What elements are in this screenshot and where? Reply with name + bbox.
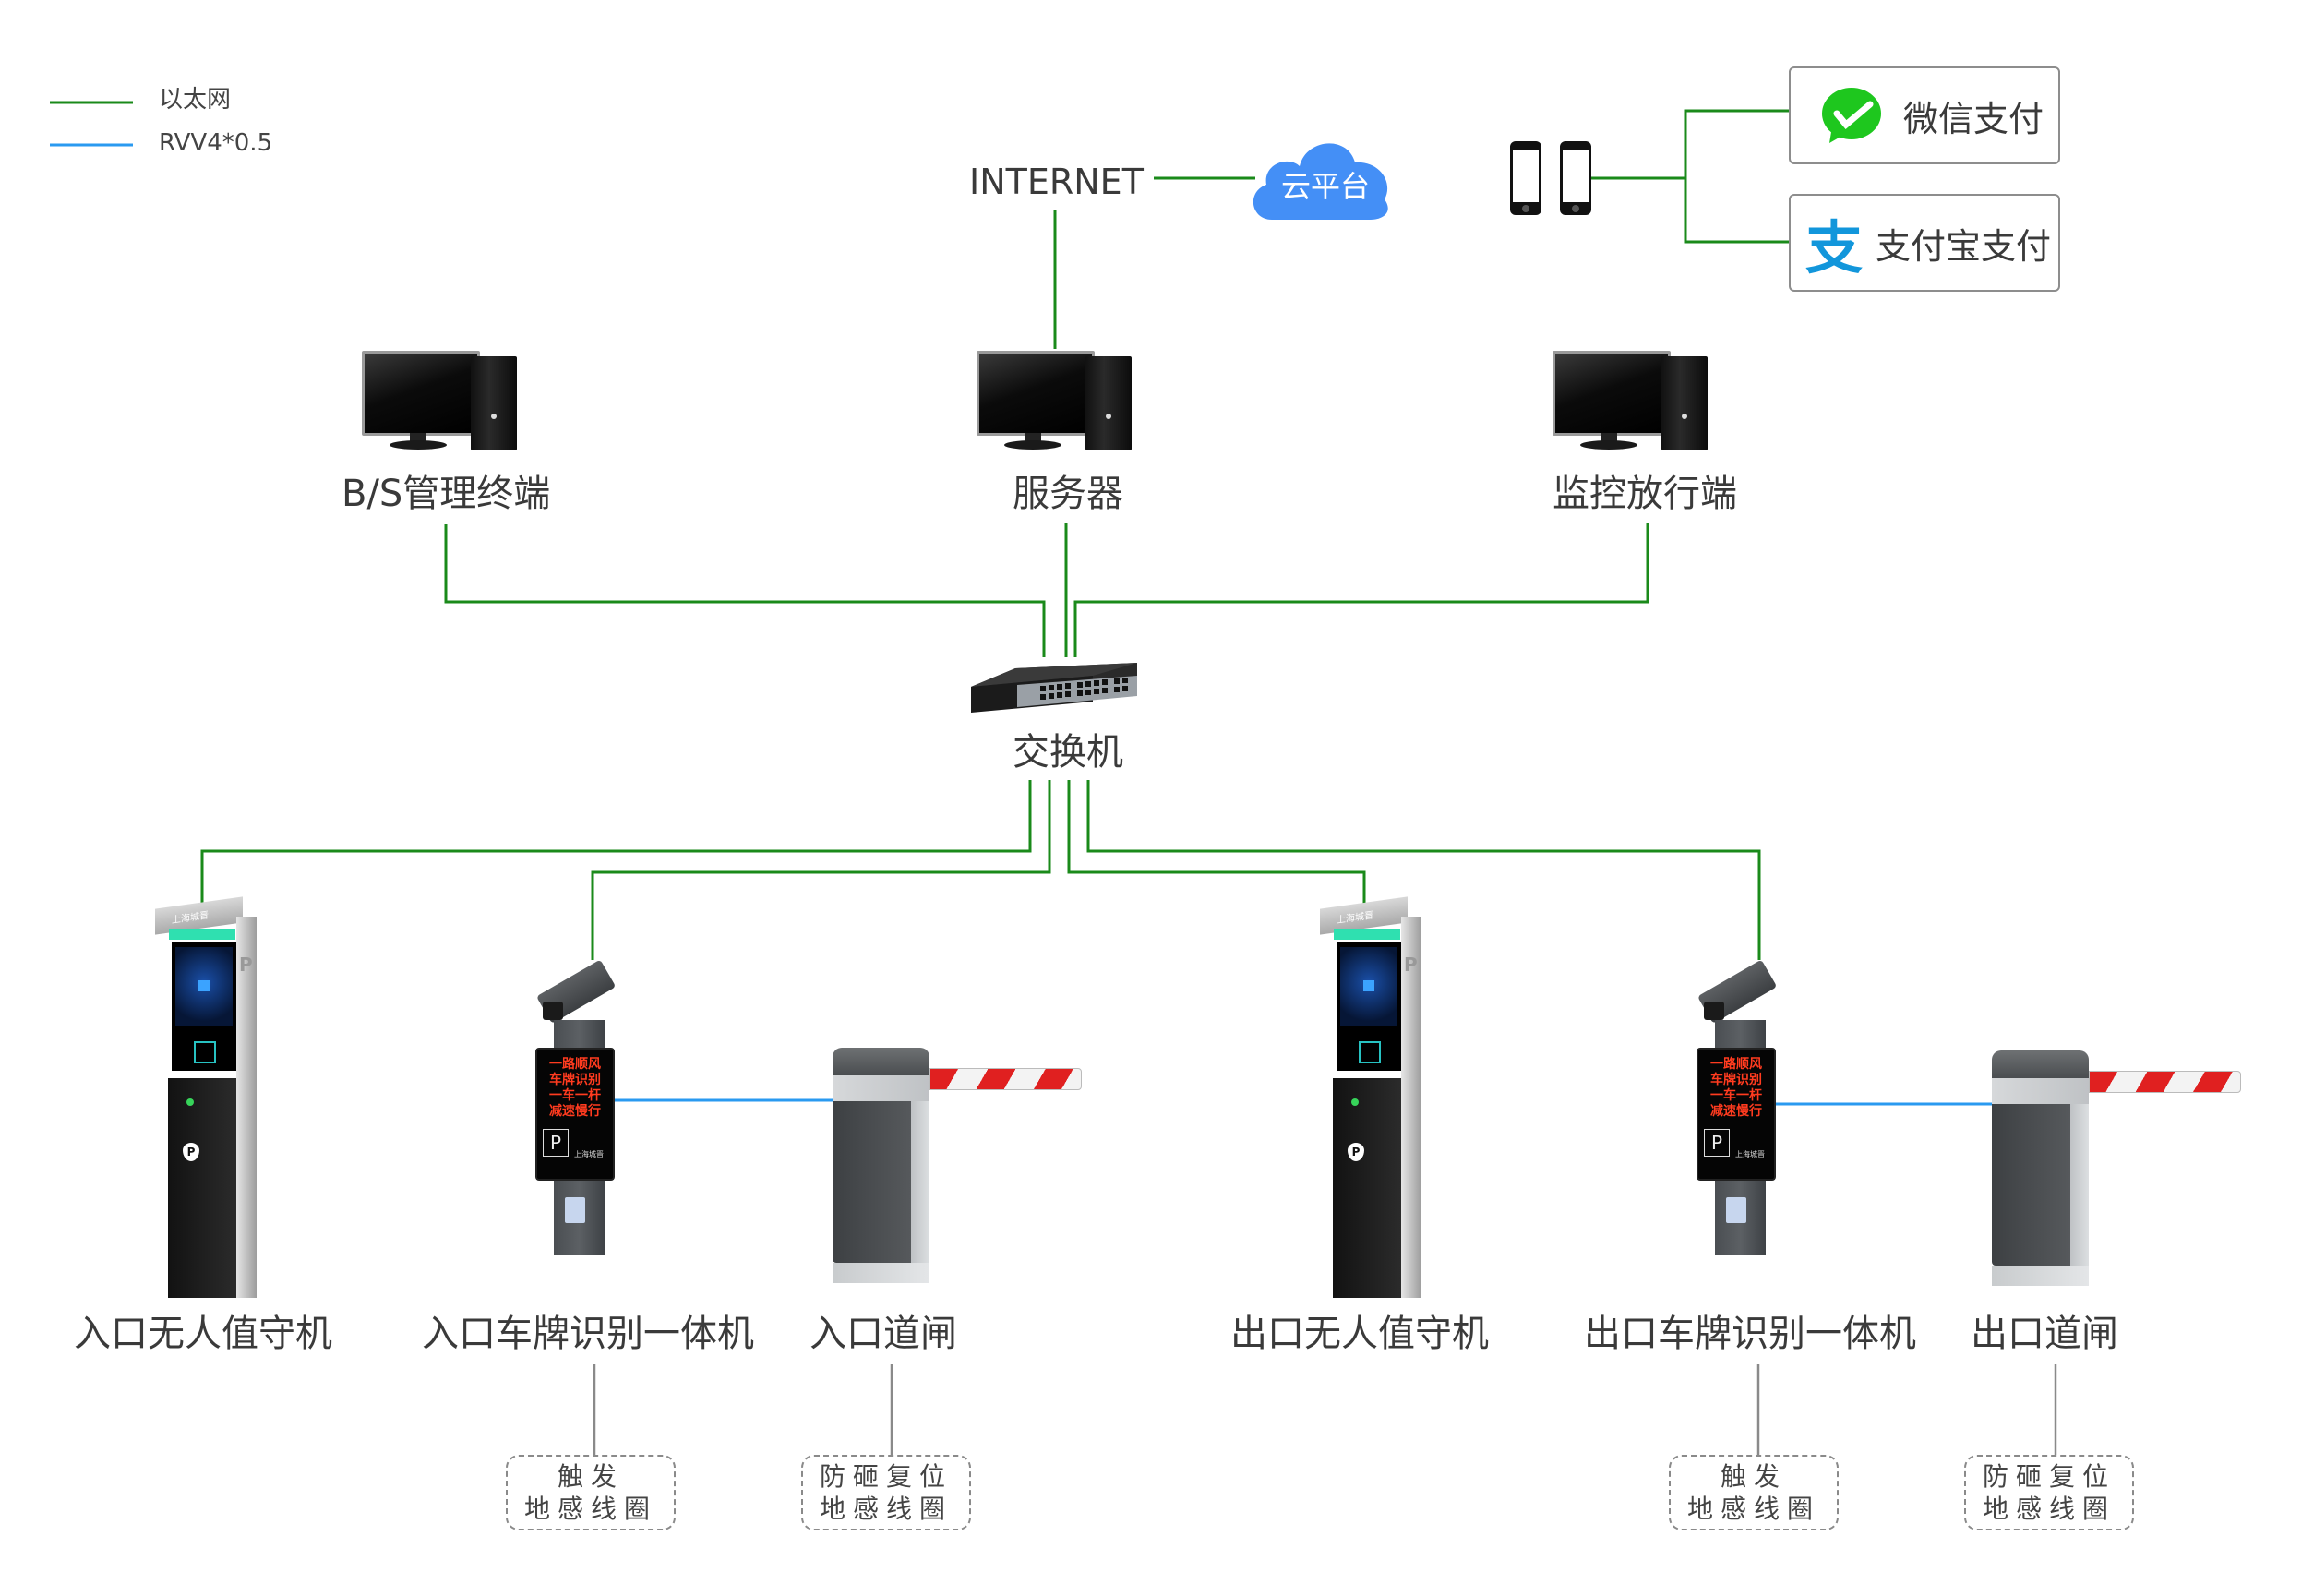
switch-label: 交换机 bbox=[1013, 731, 1123, 774]
pc-tower bbox=[1085, 356, 1132, 450]
wire-bs-switch bbox=[444, 524, 1046, 657]
exit-unattended-kiosk[interactable]: 上海城晋 P P bbox=[1320, 896, 1421, 1298]
coil-line1: 触发 bbox=[557, 1461, 624, 1492]
led-line: 车牌识别 bbox=[549, 1073, 601, 1087]
kiosk-light bbox=[169, 929, 235, 940]
status-led bbox=[1351, 1098, 1359, 1106]
cloud-icon bbox=[1253, 143, 1388, 220]
monitor bbox=[362, 351, 480, 436]
parking-sign-icon: P bbox=[543, 1129, 569, 1157]
led-line: 减速慢行 bbox=[549, 1104, 601, 1119]
exit-lpr-label: 出口车牌识别一体机 bbox=[1584, 1313, 1916, 1355]
legend-rvv-label: RVV4*0.5 bbox=[159, 129, 273, 157]
wire-switch-exit-lpr bbox=[1086, 780, 1761, 960]
qr-scanner-icon bbox=[194, 1041, 216, 1063]
exit-barrier-gate[interactable] bbox=[1992, 1050, 2241, 1286]
payment-alipay[interactable]: 支 支付宝支付 bbox=[1789, 194, 2060, 292]
exit-kiosk-label: 出口无人值守机 bbox=[1230, 1313, 1489, 1355]
barrier-arm bbox=[2089, 1071, 2241, 1093]
internet-label: INTERNET bbox=[969, 162, 1144, 202]
exit-gate-label: 出口道闸 bbox=[1971, 1313, 2118, 1355]
entry-trigger-coil: 触发 地感线圈 bbox=[506, 1455, 676, 1530]
wechat-pay-icon bbox=[1822, 88, 1881, 143]
led-line: 一路顺风 bbox=[1710, 1057, 1762, 1072]
entry-barrier-gate[interactable] bbox=[833, 1048, 1082, 1283]
wire-branch-alipay bbox=[1684, 178, 1789, 244]
led-line: 一车一杆 bbox=[549, 1088, 601, 1103]
barrier-arm bbox=[929, 1068, 1082, 1090]
wire-switch-entry-kiosk bbox=[200, 780, 1032, 909]
entry-kiosk-label: 入口无人值守机 bbox=[74, 1313, 332, 1355]
coil-line2: 地感线圈 bbox=[1982, 1494, 2116, 1524]
kiosk-brand: 上海城晋 bbox=[1337, 910, 1373, 927]
coil-line1: 防砸复位 bbox=[1982, 1461, 2116, 1492]
coil-line1: 防砸复位 bbox=[819, 1461, 953, 1492]
exit-trigger-coil: 触发 地感线圈 bbox=[1669, 1455, 1839, 1530]
qr-scanner-icon bbox=[1359, 1041, 1381, 1063]
led-line: 车牌识别 bbox=[1710, 1073, 1762, 1087]
kiosk-screen bbox=[172, 942, 236, 1071]
coil-line2: 地感线圈 bbox=[819, 1494, 953, 1524]
led-display: 一路顺风 车牌识别 一车一杆 减速慢行 P 上海城晋 bbox=[1697, 1048, 1776, 1181]
monitor-release-label: 监控放行端 bbox=[1553, 473, 1737, 515]
entry-lpr-label: 入口车牌识别一体机 bbox=[422, 1313, 754, 1355]
pc-tower bbox=[1661, 356, 1708, 450]
coil-line2: 地感线圈 bbox=[523, 1494, 657, 1524]
entry-gate-label: 入口道闸 bbox=[809, 1313, 957, 1355]
bs-terminal-label: B/S管理终端 bbox=[342, 473, 551, 515]
server-computer[interactable] bbox=[977, 347, 1138, 450]
parking-sign-icon: P bbox=[1704, 1129, 1730, 1157]
exit-lpr-camera-unit[interactable]: 一路顺风 车牌识别 一车一杆 减速慢行 P 上海城晋 bbox=[1697, 955, 1789, 1255]
led-line: 一路顺风 bbox=[549, 1057, 601, 1072]
pc-tower bbox=[471, 356, 517, 450]
wire-switch-entry-lpr bbox=[591, 780, 1051, 960]
windows-logo-icon bbox=[1363, 980, 1374, 991]
led-line: 减速慢行 bbox=[1710, 1104, 1762, 1119]
server-label: 服务器 bbox=[1013, 473, 1123, 515]
led-display: 一路顺风 车牌识别 一车一杆 减速慢行 P 上海城晋 bbox=[535, 1048, 615, 1181]
wire-monitor-switch bbox=[1073, 523, 1649, 657]
coil-line1: 触发 bbox=[1720, 1461, 1787, 1492]
display-brand: 上海城晋 bbox=[1735, 1150, 1765, 1158]
payment-wechat-label: 微信支付 bbox=[1903, 98, 2044, 139]
alipay-icon: 支 bbox=[1805, 214, 1864, 282]
keypad-icon bbox=[1726, 1197, 1746, 1223]
parking-logo-icon: P bbox=[1348, 1143, 1364, 1161]
windows-logo-icon bbox=[198, 980, 210, 991]
network-switch[interactable] bbox=[971, 648, 1137, 717]
phone-icon bbox=[1560, 141, 1591, 215]
monitor bbox=[977, 351, 1095, 436]
keypad-icon bbox=[565, 1197, 585, 1223]
parking-sign-icon: P bbox=[1404, 954, 1418, 976]
kiosk-light bbox=[1334, 929, 1400, 940]
legend-ethernet-label: 以太网 bbox=[159, 86, 232, 114]
payment-alipay-label: 支付宝支付 bbox=[1876, 225, 2052, 267]
payment-wechat[interactable]: 微信支付 bbox=[1789, 66, 2060, 164]
exit-anti-smash-coil: 防砸复位 地感线圈 bbox=[1964, 1455, 2134, 1530]
monitor-release-computer[interactable] bbox=[1553, 347, 1714, 450]
cloud-label: 云平台 bbox=[1281, 169, 1371, 204]
entry-lpr-camera-unit[interactable]: 一路顺风 车牌识别 一车一杆 减速慢行 P 上海城晋 bbox=[535, 955, 628, 1255]
switch-icon bbox=[971, 663, 1137, 713]
entry-anti-smash-coil: 防砸复位 地感线圈 bbox=[801, 1455, 971, 1530]
wire-branch-wechat bbox=[1684, 109, 1789, 242]
status-led bbox=[186, 1098, 194, 1106]
phone-icon bbox=[1510, 141, 1541, 215]
parking-sign-icon: P bbox=[239, 954, 253, 976]
parking-logo-icon: P bbox=[183, 1143, 199, 1161]
kiosk-brand: 上海城晋 bbox=[172, 910, 209, 927]
display-brand: 上海城晋 bbox=[574, 1150, 604, 1158]
monitor bbox=[1553, 351, 1671, 436]
kiosk-screen bbox=[1337, 942, 1401, 1071]
cloud-platform[interactable]: 云平台 bbox=[1246, 127, 1394, 224]
led-line: 一车一杆 bbox=[1710, 1088, 1762, 1103]
entry-unattended-kiosk[interactable]: 上海城晋 P P bbox=[155, 896, 257, 1298]
wire-switch-exit-kiosk bbox=[1067, 780, 1366, 909]
coil-line2: 地感线圈 bbox=[1686, 1494, 1820, 1524]
bs-terminal-computer[interactable] bbox=[362, 347, 523, 450]
